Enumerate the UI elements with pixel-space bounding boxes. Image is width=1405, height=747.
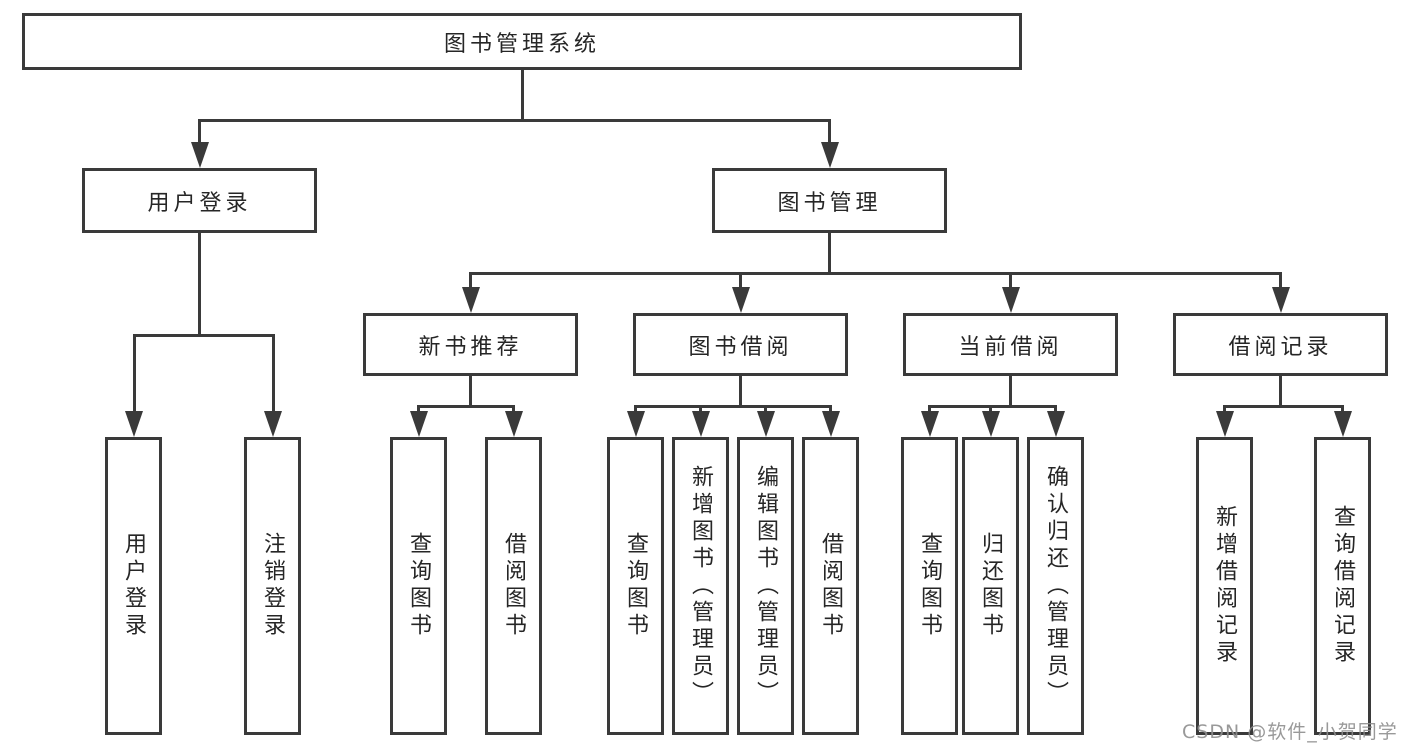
arrow-down-icon xyxy=(125,411,143,437)
leaf-query-books-current: 查询图书 xyxy=(901,437,958,735)
connector-line xyxy=(828,120,831,148)
connector-line xyxy=(417,404,515,408)
arrow-down-icon xyxy=(1333,411,1352,437)
arrow-down-icon xyxy=(1215,411,1234,437)
arrow-down-icon xyxy=(920,411,939,437)
arrow-down-icon xyxy=(409,411,428,437)
arrow-down-icon xyxy=(691,411,710,437)
leaf-edit-book-admin: 编辑图书（管理员） xyxy=(737,437,794,735)
csdn-watermark: CSDN @软件_小贺同学 xyxy=(1182,721,1398,743)
leaf-confirm-return-admin: 确认归还（管理员） xyxy=(1027,437,1084,735)
connector-line xyxy=(1223,404,1344,408)
connector-line xyxy=(469,376,472,408)
connector-line xyxy=(634,404,832,408)
node-book-management: 图书管理 xyxy=(712,168,947,233)
connector-line xyxy=(198,120,201,148)
connector-line xyxy=(739,376,742,408)
arrow-down-icon xyxy=(821,411,840,437)
connector-line xyxy=(198,118,831,122)
arrow-down-icon xyxy=(1001,287,1020,313)
connector-line xyxy=(739,273,742,293)
arrow-down-icon xyxy=(461,287,480,313)
node-borrowing-records: 借阅记录 xyxy=(1173,313,1388,376)
connector-line xyxy=(928,404,1057,408)
leaf-query-books-recommend: 查询图书 xyxy=(390,437,447,735)
leaf-borrow-books: 借阅图书 xyxy=(802,437,859,735)
arrow-down-icon xyxy=(1046,411,1065,437)
leaf-add-book-admin: 新增图书（管理员） xyxy=(672,437,729,735)
leaf-logout: 注销登录 xyxy=(244,437,301,735)
leaf-query-borrow-record: 查询借阅记录 xyxy=(1314,437,1371,735)
node-library-system: 图书管理系统 xyxy=(22,13,1022,70)
arrow-down-icon xyxy=(820,142,839,168)
leaf-user-login: 用户登录 xyxy=(105,437,162,735)
node-current-borrowing: 当前借阅 xyxy=(903,313,1118,376)
connector-line xyxy=(469,271,1282,275)
arrow-down-icon xyxy=(626,411,645,437)
node-book-borrowing: 图书借阅 xyxy=(633,313,848,376)
arrow-down-icon xyxy=(731,287,750,313)
arrow-down-icon xyxy=(190,142,209,168)
connector-line xyxy=(1279,273,1282,293)
connector-line xyxy=(271,335,275,417)
connector-line xyxy=(1009,376,1012,408)
node-user-login: 用户登录 xyxy=(82,168,317,233)
leaf-query-books-borrowing: 查询图书 xyxy=(607,437,664,735)
arrow-down-icon xyxy=(981,411,1000,437)
connector-line xyxy=(132,335,136,417)
leaf-borrow-books-recommend: 借阅图书 xyxy=(485,437,542,735)
connector-line xyxy=(132,333,275,337)
leaf-return-book: 归还图书 xyxy=(962,437,1019,735)
arrow-down-icon xyxy=(756,411,775,437)
leaf-add-borrow-record: 新增借阅记录 xyxy=(1196,437,1253,735)
connector-line xyxy=(469,273,472,293)
connector-line xyxy=(1279,376,1282,408)
connector-line xyxy=(198,233,201,337)
connector-line xyxy=(520,70,524,122)
arrow-down-icon xyxy=(1271,287,1290,313)
connector-line xyxy=(1009,273,1012,293)
arrow-down-icon xyxy=(504,411,523,437)
connector-line xyxy=(828,233,831,275)
arrow-down-icon xyxy=(264,411,282,437)
node-new-book-recommend: 新书推荐 xyxy=(363,313,578,376)
